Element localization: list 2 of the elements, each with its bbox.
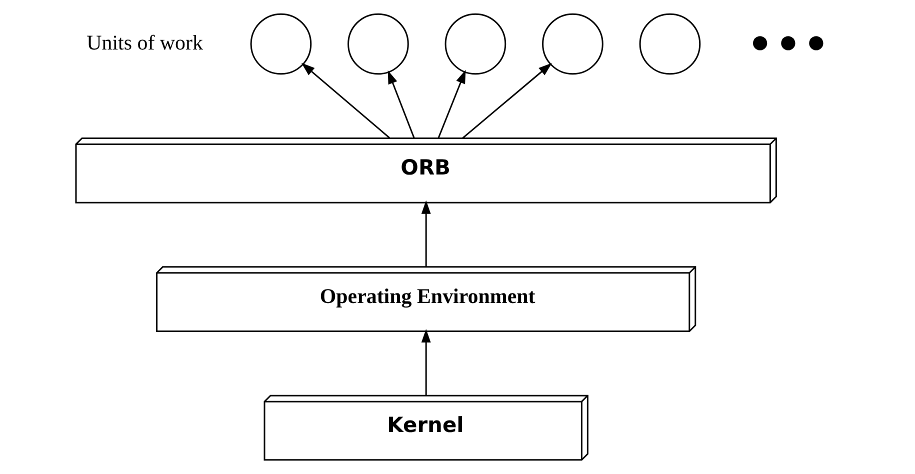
label: Units of work	[86, 30, 203, 55]
label: ● ● ●	[750, 24, 826, 60]
